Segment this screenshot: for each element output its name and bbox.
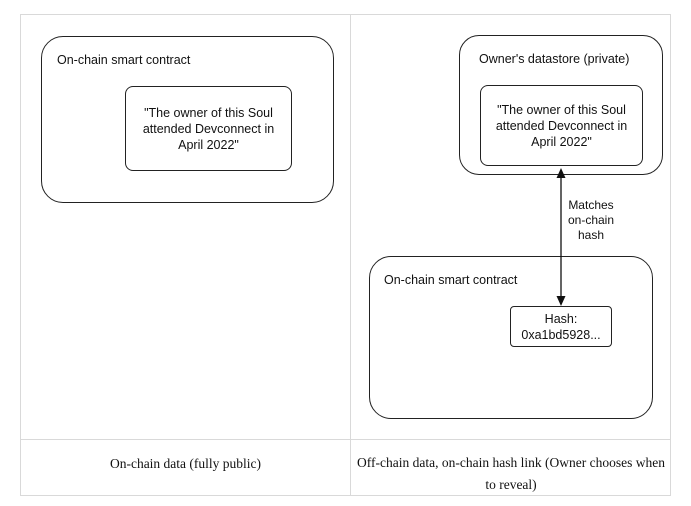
hash-match-label: Matches on-chain hash: [565, 198, 617, 243]
right-contract-title: On-chain smart contract: [384, 273, 518, 287]
left-statement-box: "The owner of this Soul attended Devconn…: [125, 86, 292, 171]
right-statement-box: "The owner of this Soul attended Devconn…: [480, 85, 643, 166]
datastore-title: Owner's datastore (private): [479, 52, 630, 66]
right-caption: Off-chain data, on-chain hash link (Owne…: [357, 455, 665, 492]
table-border-bottom: [20, 495, 671, 496]
table-border-left: [20, 14, 21, 496]
left-caption: On-chain data (fully public): [109, 456, 262, 471]
table-border-mid: [20, 439, 671, 440]
table-column-divider: [350, 14, 351, 496]
table-border-top: [20, 14, 671, 15]
hash-box: Hash: 0xa1bd5928...: [510, 306, 612, 347]
table-border-right: [670, 14, 671, 496]
left-contract-title: On-chain smart contract: [57, 53, 191, 67]
